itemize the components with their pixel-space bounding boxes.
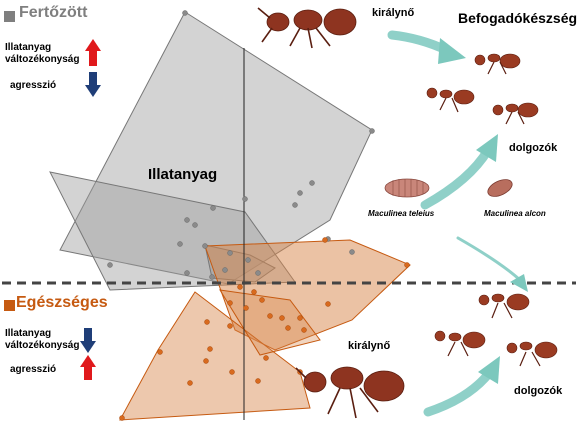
healthy-points xyxy=(119,237,410,421)
infected-aggression-down-arrow xyxy=(85,72,101,97)
healthy-point xyxy=(325,301,331,307)
arrow-head xyxy=(438,38,466,64)
arrow-larva-to-workers-top xyxy=(420,145,493,210)
infected-point xyxy=(255,270,261,276)
arrow-queen-to-receptivity xyxy=(387,30,451,55)
infected-point xyxy=(242,196,248,202)
larva-teleius-image xyxy=(384,178,430,198)
legend-healthy-label: Egészséges xyxy=(16,294,108,311)
healthy-variability-label: Illatanyag változékonyság xyxy=(5,328,80,351)
infected-point xyxy=(292,202,298,208)
infected-point xyxy=(227,250,233,256)
infected-point xyxy=(182,10,188,16)
arrow-queen-bottom-to-workers xyxy=(423,367,495,417)
healthy-point xyxy=(251,289,257,295)
receptivity-arrows xyxy=(387,30,528,417)
healthy-point xyxy=(255,378,261,384)
healthy-point xyxy=(227,300,233,306)
healthy-point xyxy=(207,346,213,352)
infected-point xyxy=(209,274,215,280)
healthy-point xyxy=(203,358,209,364)
legend-infected-label: Fertőzött xyxy=(19,4,88,21)
ant-queen-bottom xyxy=(295,366,405,419)
infected-point xyxy=(192,222,198,228)
healthy-variability-down-arrow xyxy=(80,328,96,353)
healthy-polygon-upper xyxy=(204,239,411,351)
larva-alcon-label: Maculinea alcon xyxy=(484,209,546,218)
healthy-point xyxy=(301,327,307,333)
healthy-aggression-up-arrow xyxy=(80,355,96,380)
infected-variability-up-arrow xyxy=(85,39,101,66)
infected-variability-label: Illatanyag változékonyság xyxy=(5,42,80,65)
healthy-point xyxy=(297,315,303,321)
healthy-point xyxy=(204,319,210,325)
healthy-point xyxy=(157,349,163,355)
legend-infected-swatch xyxy=(4,11,15,22)
healthy-point xyxy=(187,380,193,386)
healthy-point xyxy=(243,305,249,311)
healthy-point xyxy=(227,323,233,329)
arrow-head xyxy=(476,134,498,162)
infected-point xyxy=(349,249,355,255)
healthy-point xyxy=(267,313,273,319)
center-scent-label: Illatanyag xyxy=(148,166,218,183)
infected-point xyxy=(245,257,251,263)
ant-queen-top xyxy=(257,7,357,49)
workers-label-bottom: dolgozók xyxy=(514,385,563,397)
healthy-point xyxy=(404,262,410,268)
infected-point xyxy=(297,190,303,196)
infected-point xyxy=(184,270,190,276)
receptivity-title: Befogadókészség xyxy=(458,10,578,26)
infected-points xyxy=(107,10,375,280)
ant-worker-group-top xyxy=(426,53,539,125)
healthy-aggression-label: agresszió xyxy=(10,364,57,375)
healthy-point xyxy=(119,415,125,421)
healthy-point xyxy=(259,297,265,303)
healthy-point xyxy=(285,325,291,331)
healthy-point xyxy=(279,315,285,321)
infected-point xyxy=(202,243,208,249)
infected-point xyxy=(309,180,315,186)
queen-label-bottom: királynő xyxy=(348,340,391,352)
healthy-point xyxy=(322,237,328,243)
ant-worker-group-bottom xyxy=(434,293,558,367)
queen-label-top: királynő xyxy=(372,7,415,19)
arrow-head xyxy=(510,274,528,292)
healthy-point xyxy=(229,369,235,375)
healthy-point xyxy=(263,355,269,361)
arrow-head xyxy=(478,356,500,384)
infected-point xyxy=(107,262,113,268)
infected-point xyxy=(184,217,190,223)
larva-alcon-image xyxy=(487,179,513,197)
infected-point xyxy=(369,128,375,134)
infected-aggression-label: agresszió xyxy=(10,80,57,91)
healthy-polygon-lower xyxy=(119,291,311,421)
workers-label-top: dolgozók xyxy=(509,142,558,154)
infected-point xyxy=(177,241,183,247)
healthy-polygons xyxy=(119,239,411,421)
healthy-point xyxy=(237,284,243,290)
arrow-larva-to-workers-bottom xyxy=(456,236,522,282)
legend-healthy-swatch xyxy=(4,300,15,311)
larva-teleius-label: Maculinea teleius xyxy=(368,209,435,218)
infected-point xyxy=(210,205,216,211)
infected-point xyxy=(222,267,228,273)
